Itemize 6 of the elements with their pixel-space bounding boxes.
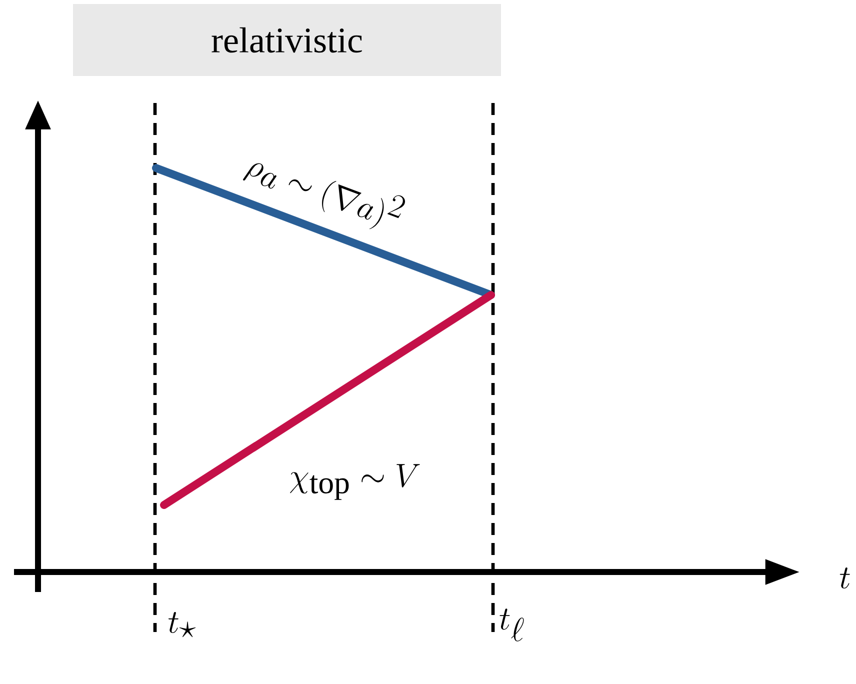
tick-label: $t_\star$ bbox=[168, 612, 196, 638]
tick-label: $t_\ell$ bbox=[500, 608, 524, 642]
axis-label: $t$ bbox=[840, 567, 850, 589]
formula-label: $\chi_{\mathrm{top}} \sim V$ bbox=[290, 464, 420, 500]
title-band: relativistic bbox=[73, 4, 501, 76]
formula-label: $\rho_a \sim (\nabla a)^2$ bbox=[243, 163, 406, 230]
